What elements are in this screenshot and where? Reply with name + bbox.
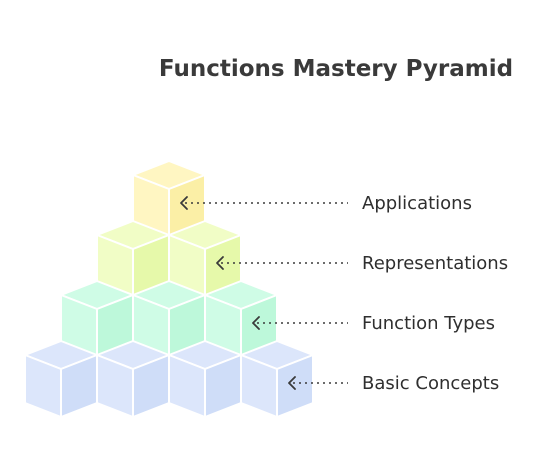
arrow-left-icon [288,376,296,390]
tier-label: Applications [362,193,472,214]
tier-label: Function Types [362,313,495,334]
cube [132,280,206,358]
cube [168,340,242,418]
cube-right-face [276,354,314,418]
tier-row-3 [60,280,278,358]
cube-stack [24,160,314,418]
cube [96,340,170,418]
tier-row-2 [96,220,242,298]
leader-lines [180,196,348,390]
tier-row-1 [132,160,206,238]
arrow-left-icon [180,196,188,210]
arrow-left-icon [216,256,224,270]
tier-row-4 [24,340,314,418]
cube [240,340,314,418]
arrow-left-icon [252,316,260,330]
cube [168,220,242,298]
cube [132,160,206,238]
tier-label: Representations [362,253,508,274]
tier-label: Basic Concepts [362,373,499,394]
diagram-title: Functions Mastery Pyramid [159,56,513,82]
cube [24,340,98,418]
